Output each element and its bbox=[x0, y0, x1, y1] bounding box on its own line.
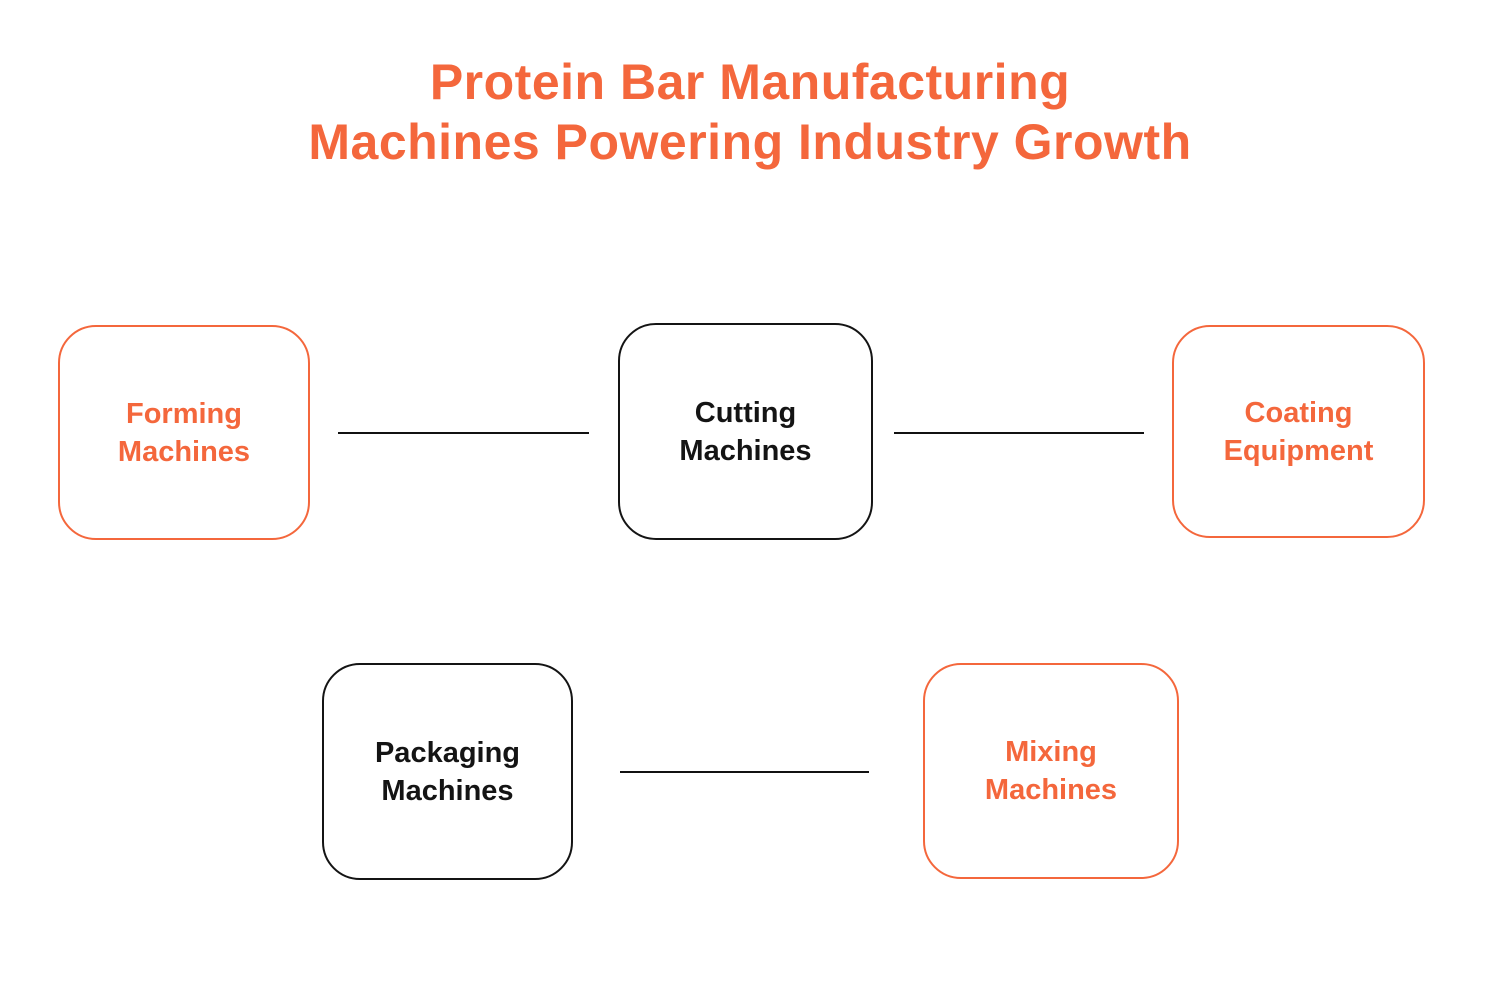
connector-packaging-to-mixing bbox=[620, 771, 869, 773]
node-coating-equipment: Coating Equipment bbox=[1172, 325, 1425, 538]
node-label-line-2: Equipment bbox=[1223, 434, 1374, 467]
node-label: Coating Equipment bbox=[1224, 394, 1374, 470]
node-label: Packaging Machines bbox=[375, 734, 520, 810]
page-title-line-2: Machines Powering Industry Growth bbox=[308, 114, 1192, 170]
node-forming-machines: Forming Machines bbox=[58, 325, 310, 540]
node-label-line-2: Machines bbox=[984, 774, 1118, 806]
node-label-line-1: Coating bbox=[1244, 396, 1353, 429]
page-title-line-1: Protein Bar Manufacturing bbox=[429, 54, 1071, 110]
node-label-line-1: Packaging bbox=[374, 736, 521, 769]
node-cutting-machines: Cutting Machines bbox=[618, 323, 873, 540]
node-label: Forming Machines bbox=[118, 395, 250, 471]
node-packaging-machines: Packaging Machines bbox=[322, 663, 573, 880]
page-title: Protein Bar Manufacturing Machines Power… bbox=[0, 52, 1500, 172]
node-label-line-2: Machines bbox=[679, 434, 812, 467]
node-label-line-1: Forming bbox=[125, 397, 242, 430]
connector-forming-to-cutting bbox=[338, 432, 589, 434]
node-label-line-2: Machines bbox=[381, 774, 514, 807]
node-label-line-1: Cutting bbox=[694, 396, 797, 429]
node-label: Cutting Machines bbox=[679, 394, 811, 470]
node-label: Mixing Machines bbox=[985, 733, 1117, 809]
node-label-line-1: Mixing bbox=[1005, 736, 1097, 768]
node-mixing-machines: Mixing Machines bbox=[923, 663, 1179, 879]
node-label-line-2: Machines bbox=[117, 435, 251, 468]
connector-cutting-to-coating bbox=[894, 432, 1144, 434]
